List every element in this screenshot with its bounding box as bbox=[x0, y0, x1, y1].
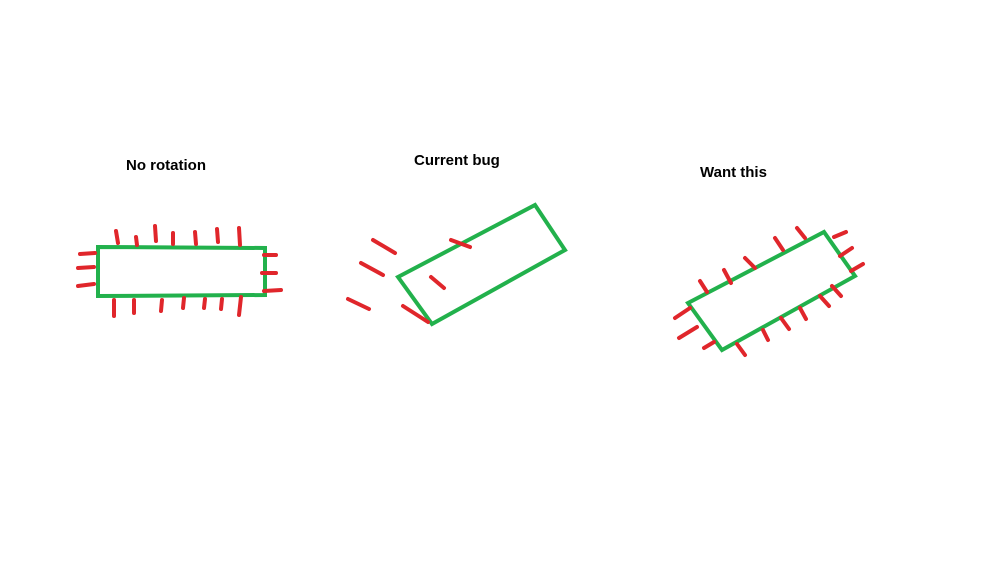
tick-mark bbox=[371, 238, 397, 255]
tick-mark bbox=[215, 227, 220, 244]
tick-mark bbox=[202, 297, 207, 310]
tick-mark bbox=[76, 282, 96, 288]
panel-title-want-this: Want this bbox=[700, 164, 767, 181]
tick-mark bbox=[838, 246, 854, 258]
tick-mark bbox=[698, 279, 709, 294]
panel-title-no-rotation: No rotation bbox=[126, 157, 206, 174]
panel-current-bug bbox=[346, 202, 568, 327]
tick-mark bbox=[773, 236, 785, 252]
tick-mark bbox=[359, 261, 385, 277]
tick-mark bbox=[832, 230, 848, 239]
tick-mark bbox=[673, 306, 692, 320]
tick-mark bbox=[134, 235, 139, 247]
panel-title-current-bug: Current bug bbox=[414, 152, 500, 169]
panel-want-this bbox=[673, 226, 865, 357]
tick-mark bbox=[346, 297, 371, 311]
tick-mark bbox=[429, 275, 446, 290]
tick-mark bbox=[677, 325, 699, 340]
tick-marks bbox=[346, 238, 472, 324]
tick-mark bbox=[735, 342, 747, 357]
tick-mark bbox=[78, 251, 97, 256]
tick-mark bbox=[818, 294, 831, 308]
tick-mark bbox=[237, 295, 243, 317]
rectangle-outline bbox=[685, 229, 858, 353]
panel-no-rotation bbox=[76, 224, 283, 318]
tick-mark bbox=[159, 298, 164, 313]
tick-mark bbox=[237, 226, 242, 247]
tick-mark bbox=[262, 288, 283, 293]
tick-mark bbox=[795, 226, 807, 240]
tick-mark bbox=[779, 316, 791, 331]
tick-mark bbox=[702, 340, 716, 350]
rectangle-outline bbox=[96, 244, 267, 299]
tick-mark bbox=[76, 265, 96, 270]
tick-mark bbox=[449, 238, 472, 249]
tick-mark bbox=[830, 284, 843, 298]
tick-mark bbox=[798, 306, 808, 321]
tick-mark bbox=[114, 229, 120, 245]
tick-mark bbox=[849, 262, 865, 273]
tick-mark bbox=[181, 296, 186, 310]
tick-marks bbox=[76, 224, 283, 318]
tick-mark bbox=[761, 328, 770, 342]
tick-mark bbox=[743, 256, 757, 270]
tick-marks bbox=[673, 226, 865, 357]
rectangle-outline bbox=[395, 202, 568, 327]
tick-mark bbox=[153, 224, 158, 243]
tick-mark bbox=[722, 268, 733, 285]
tick-mark bbox=[401, 304, 430, 324]
tick-mark bbox=[219, 297, 224, 311]
tick-mark bbox=[193, 230, 198, 246]
